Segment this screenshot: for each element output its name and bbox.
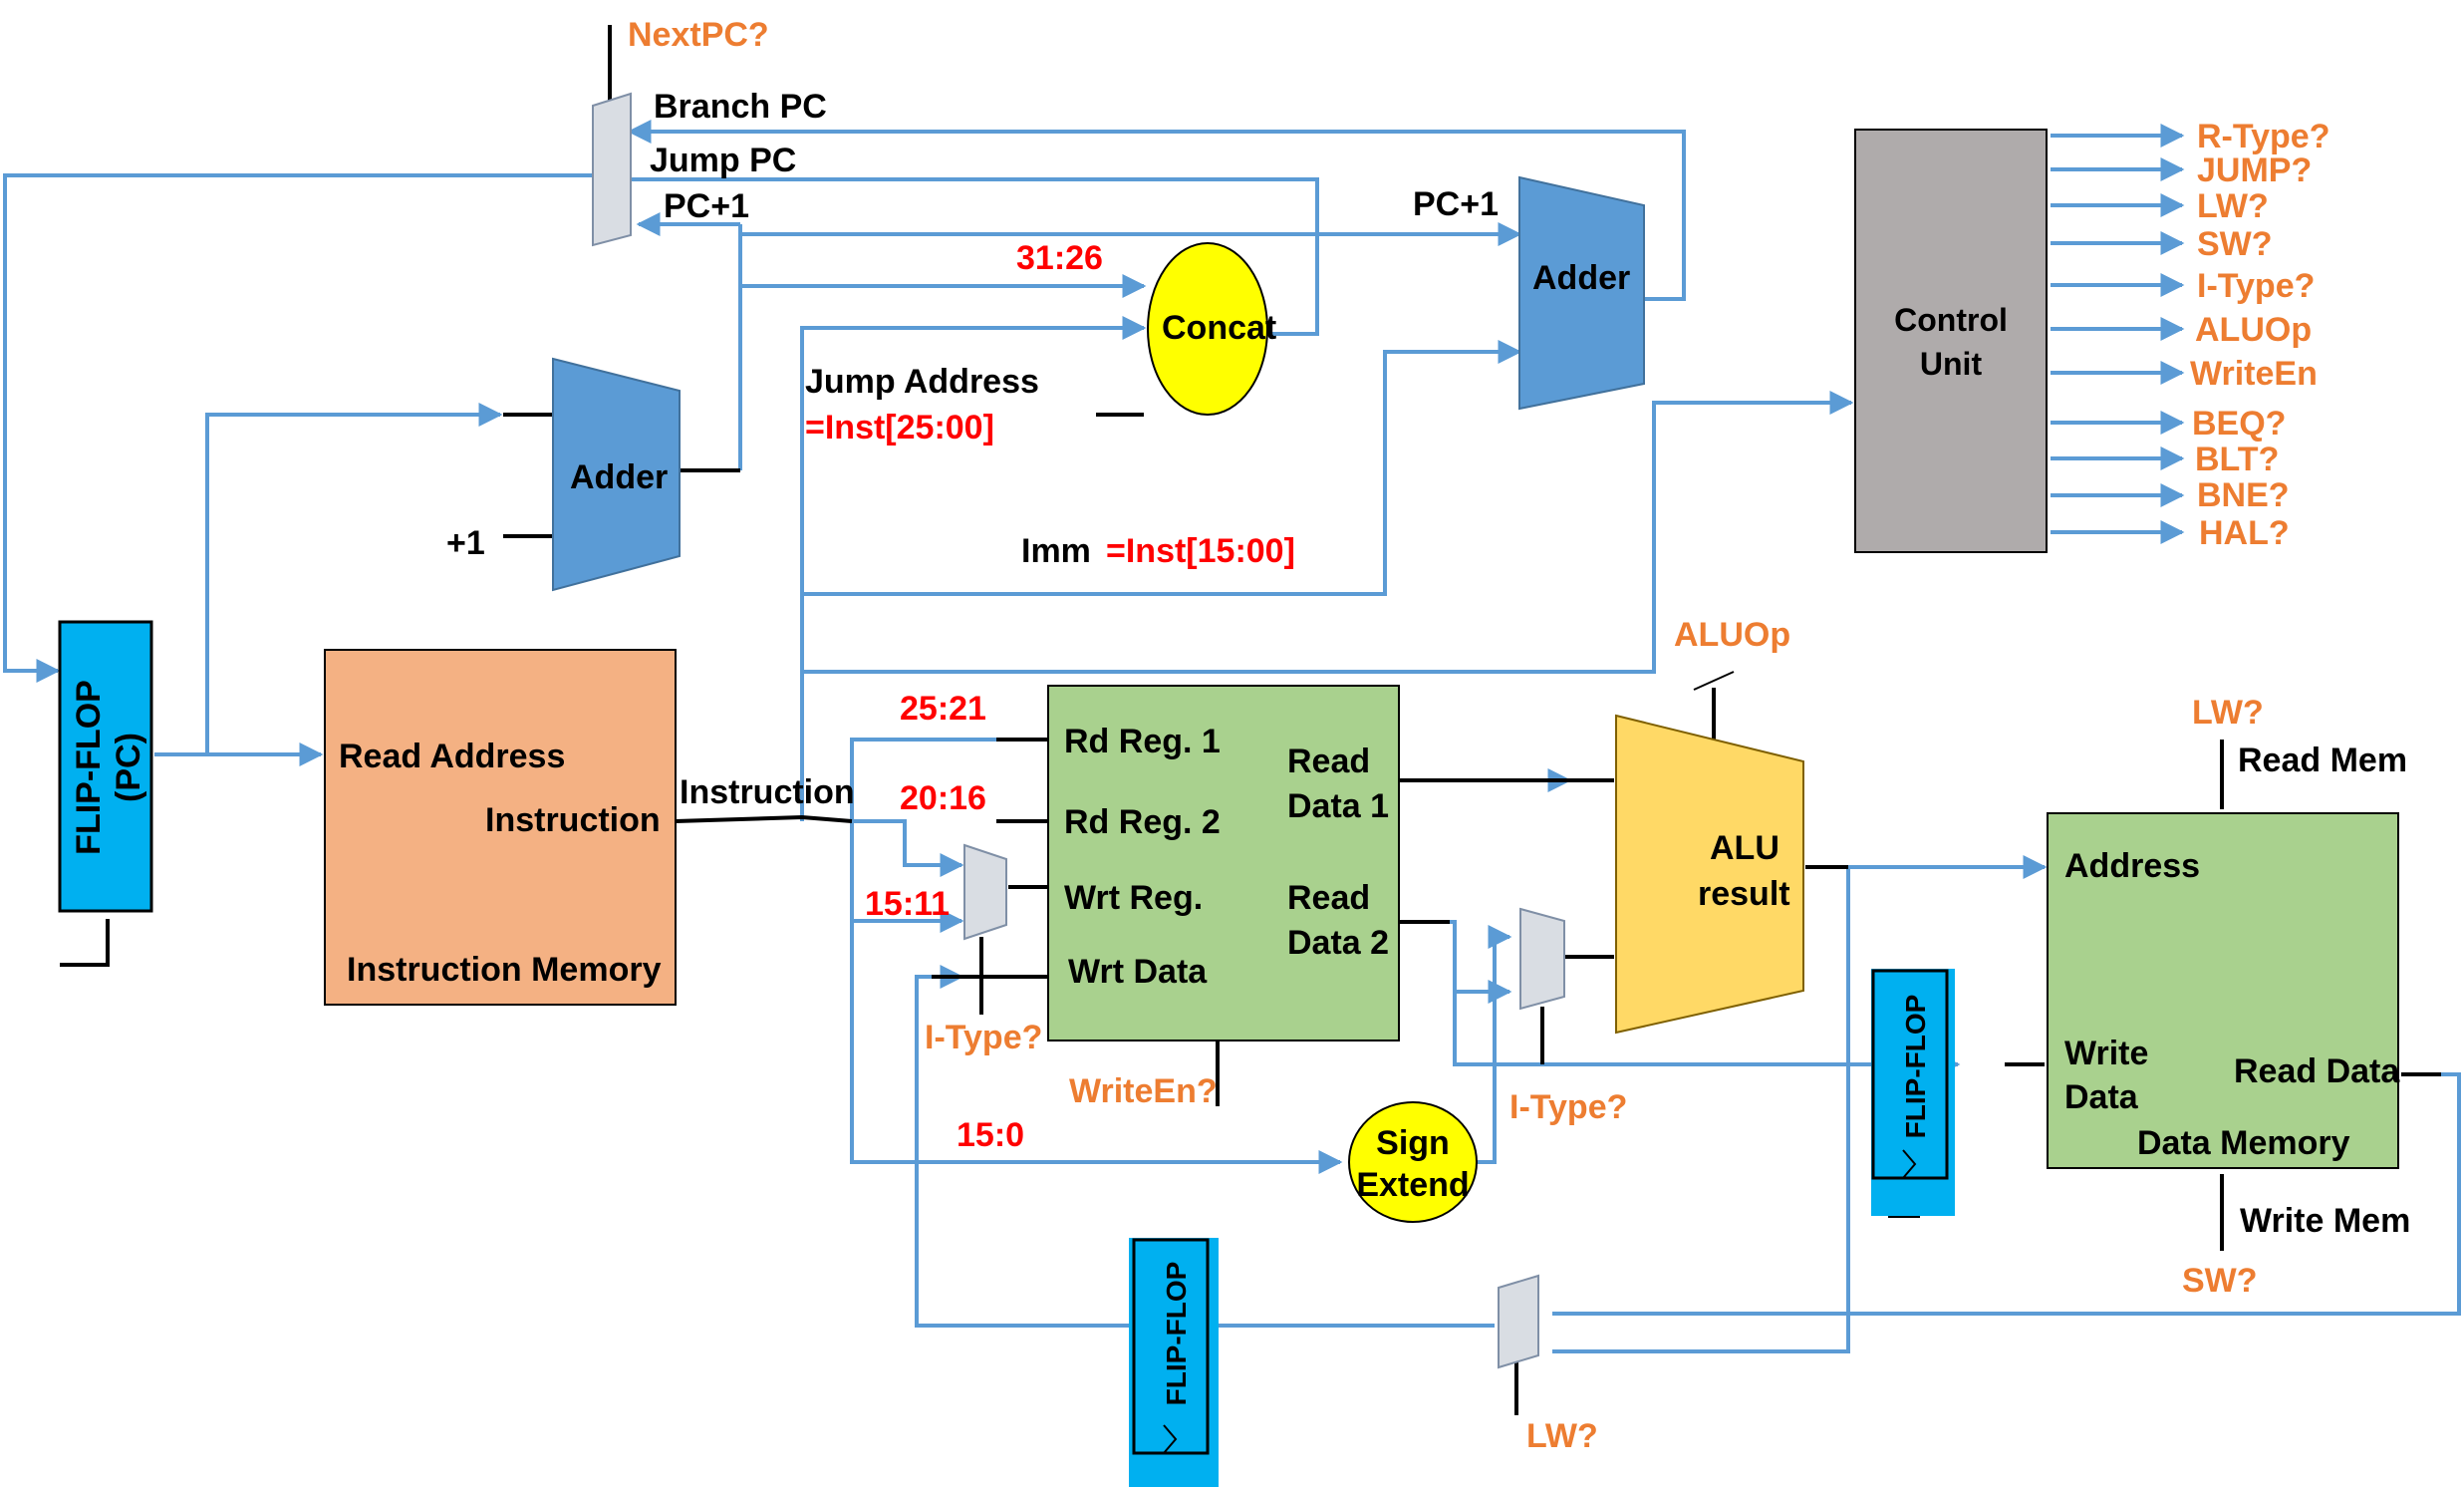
signal-sw: SW? [2197, 225, 2273, 263]
mid-flip-flop: FLIP-FLOP [1871, 969, 1955, 1216]
signal-beq: BEQ? [2192, 405, 2286, 443]
wires [3, 120, 2461, 1353]
pc-ff-label-2: (PC) [110, 733, 147, 802]
lw-read-signal: LW? [2192, 694, 2264, 732]
sign-extend: Sign Extend [1348, 1101, 1478, 1223]
imem-title: Instruction Memory [347, 951, 662, 989]
black-wires [60, 25, 2441, 1485]
pc-ff-label-1: FLIP-FLOP [70, 680, 108, 855]
signal-jump: JUMP? [2197, 151, 2312, 189]
alu-src-mux [1519, 907, 1565, 1011]
pc-adder: Adder [552, 357, 681, 592]
imem-read-address: Read Address [339, 738, 565, 775]
aluop-signal: ALUOp [1674, 616, 1790, 654]
rf-read-2: Read [1287, 879, 1370, 917]
branch-pc-label: Branch PC [654, 88, 827, 126]
bits-20-16: 20:16 [900, 779, 986, 817]
dm-write-data: Data [2064, 1078, 2139, 1116]
signal-r-type: R-Type? [2197, 118, 2329, 155]
pc-plus1-left: PC+1 [664, 187, 749, 225]
jump-pc-label: Jump PC [650, 142, 796, 179]
rf-read-1: Read [1287, 743, 1370, 780]
signal-aluop: ALUOp [2195, 311, 2312, 349]
concat-block: Concat [1147, 242, 1276, 416]
branch-adder: Adder [1518, 175, 1645, 411]
concat-label: Concat [1162, 309, 1276, 347]
writeen-signal: WriteEn? [1069, 1072, 1218, 1110]
bottom-ff-label: FLIP-FLOP [1161, 1262, 1192, 1406]
rf-data-1: Data 1 [1287, 787, 1389, 825]
control-label-1: Control [1894, 302, 2008, 338]
imm-expr: =Inst[15:00] [1106, 532, 1295, 570]
bits-15-11: 15:11 [865, 885, 950, 923]
write-mem-label: Write Mem [2240, 1202, 2410, 1240]
signal-hal: HAL? [2199, 514, 2290, 552]
bits-15-0: 15:0 [957, 1116, 1024, 1154]
dm-write: Write [2064, 1035, 2148, 1072]
read-mem-label: Read Mem [2238, 742, 2407, 779]
imem-instruction-port: Instruction [485, 801, 661, 839]
bits-31-26: 31:26 [1016, 239, 1103, 277]
signal-lw: LW? [2197, 187, 2269, 225]
imm-label: Imm [1021, 532, 1091, 570]
rf-data-2: Data 2 [1287, 924, 1389, 962]
rf-wrt-reg: Wrt Reg. [1064, 879, 1203, 917]
plus-one-label: +1 [446, 524, 485, 562]
alu-label-2: result [1698, 875, 1790, 913]
next-pc-mux [592, 92, 632, 247]
control-label-2: Unit [1920, 346, 1983, 382]
rf-rd-reg-1: Rd Reg. 1 [1064, 723, 1221, 760]
lw-mux-signal: LW? [1526, 1417, 1598, 1455]
reg-dest-mux [963, 843, 1007, 941]
mem-to-reg-mux [1498, 1274, 1539, 1369]
signal-bne: BNE? [2197, 476, 2290, 514]
instruction-wire-label: Instruction [680, 773, 855, 811]
rf-wrt-data: Wrt Data [1068, 953, 1208, 991]
signal-i-type: I-Type? [2197, 267, 2315, 305]
signal-blt: BLT? [2195, 441, 2279, 478]
itype-signal-regdst: I-Type? [925, 1019, 1042, 1056]
sign-label-2: Extend [1356, 1166, 1469, 1204]
pc-flip-flop: FLIP-FLOP (PC) [58, 620, 153, 913]
datapath-signals: ALUOp I-Type? I-Type? WriteEn? LW? SW? L… [925, 616, 2264, 1455]
signal-writeen: WriteEn [2190, 355, 2318, 393]
itype-signal-alusrc: I-Type? [1509, 1088, 1627, 1126]
jump-address-label: Jump Address [805, 363, 1039, 401]
control-output-wires [2051, 124, 2185, 544]
pc-adder-label: Adder [570, 458, 668, 496]
sign-label-1: Sign [1376, 1124, 1450, 1162]
dm-title: Data Memory [2137, 1124, 2350, 1162]
alu: ALU result [1615, 714, 1804, 1035]
bits-25-21: 25:21 [900, 690, 986, 728]
jump-address-expr: =Inst[25:00] [805, 409, 994, 446]
register-file: Rd Reg. 1 Rd Reg. 2 Wrt Reg. Wrt Data Re… [1047, 685, 1400, 1041]
rf-rd-reg-2: Rd Reg. 2 [1064, 803, 1221, 841]
sw-write-signal: SW? [2182, 1262, 2258, 1300]
dm-read-data: Read Data [2234, 1052, 2400, 1090]
instruction-memory: Read Address Instruction Instruction Mem… [324, 649, 677, 1006]
pc-plus1-right: PC+1 [1413, 185, 1499, 223]
control-unit: Control Unit [1854, 129, 2048, 553]
mid-ff-label: FLIP-FLOP [1900, 995, 1931, 1139]
control-signals: R-Type? JUMP? LW? SW? I-Type? ALUOp Writ… [2190, 118, 2329, 552]
nextpc-label: NextPC? [628, 16, 769, 54]
dm-address: Address [2064, 847, 2200, 885]
bottom-flip-flop: FLIP-FLOP [1129, 1238, 1219, 1487]
alu-label-1: ALU [1710, 829, 1780, 867]
branch-adder-label: Adder [1532, 259, 1630, 297]
data-memory: Address Write Data Read Data Data Memory [2047, 812, 2400, 1169]
